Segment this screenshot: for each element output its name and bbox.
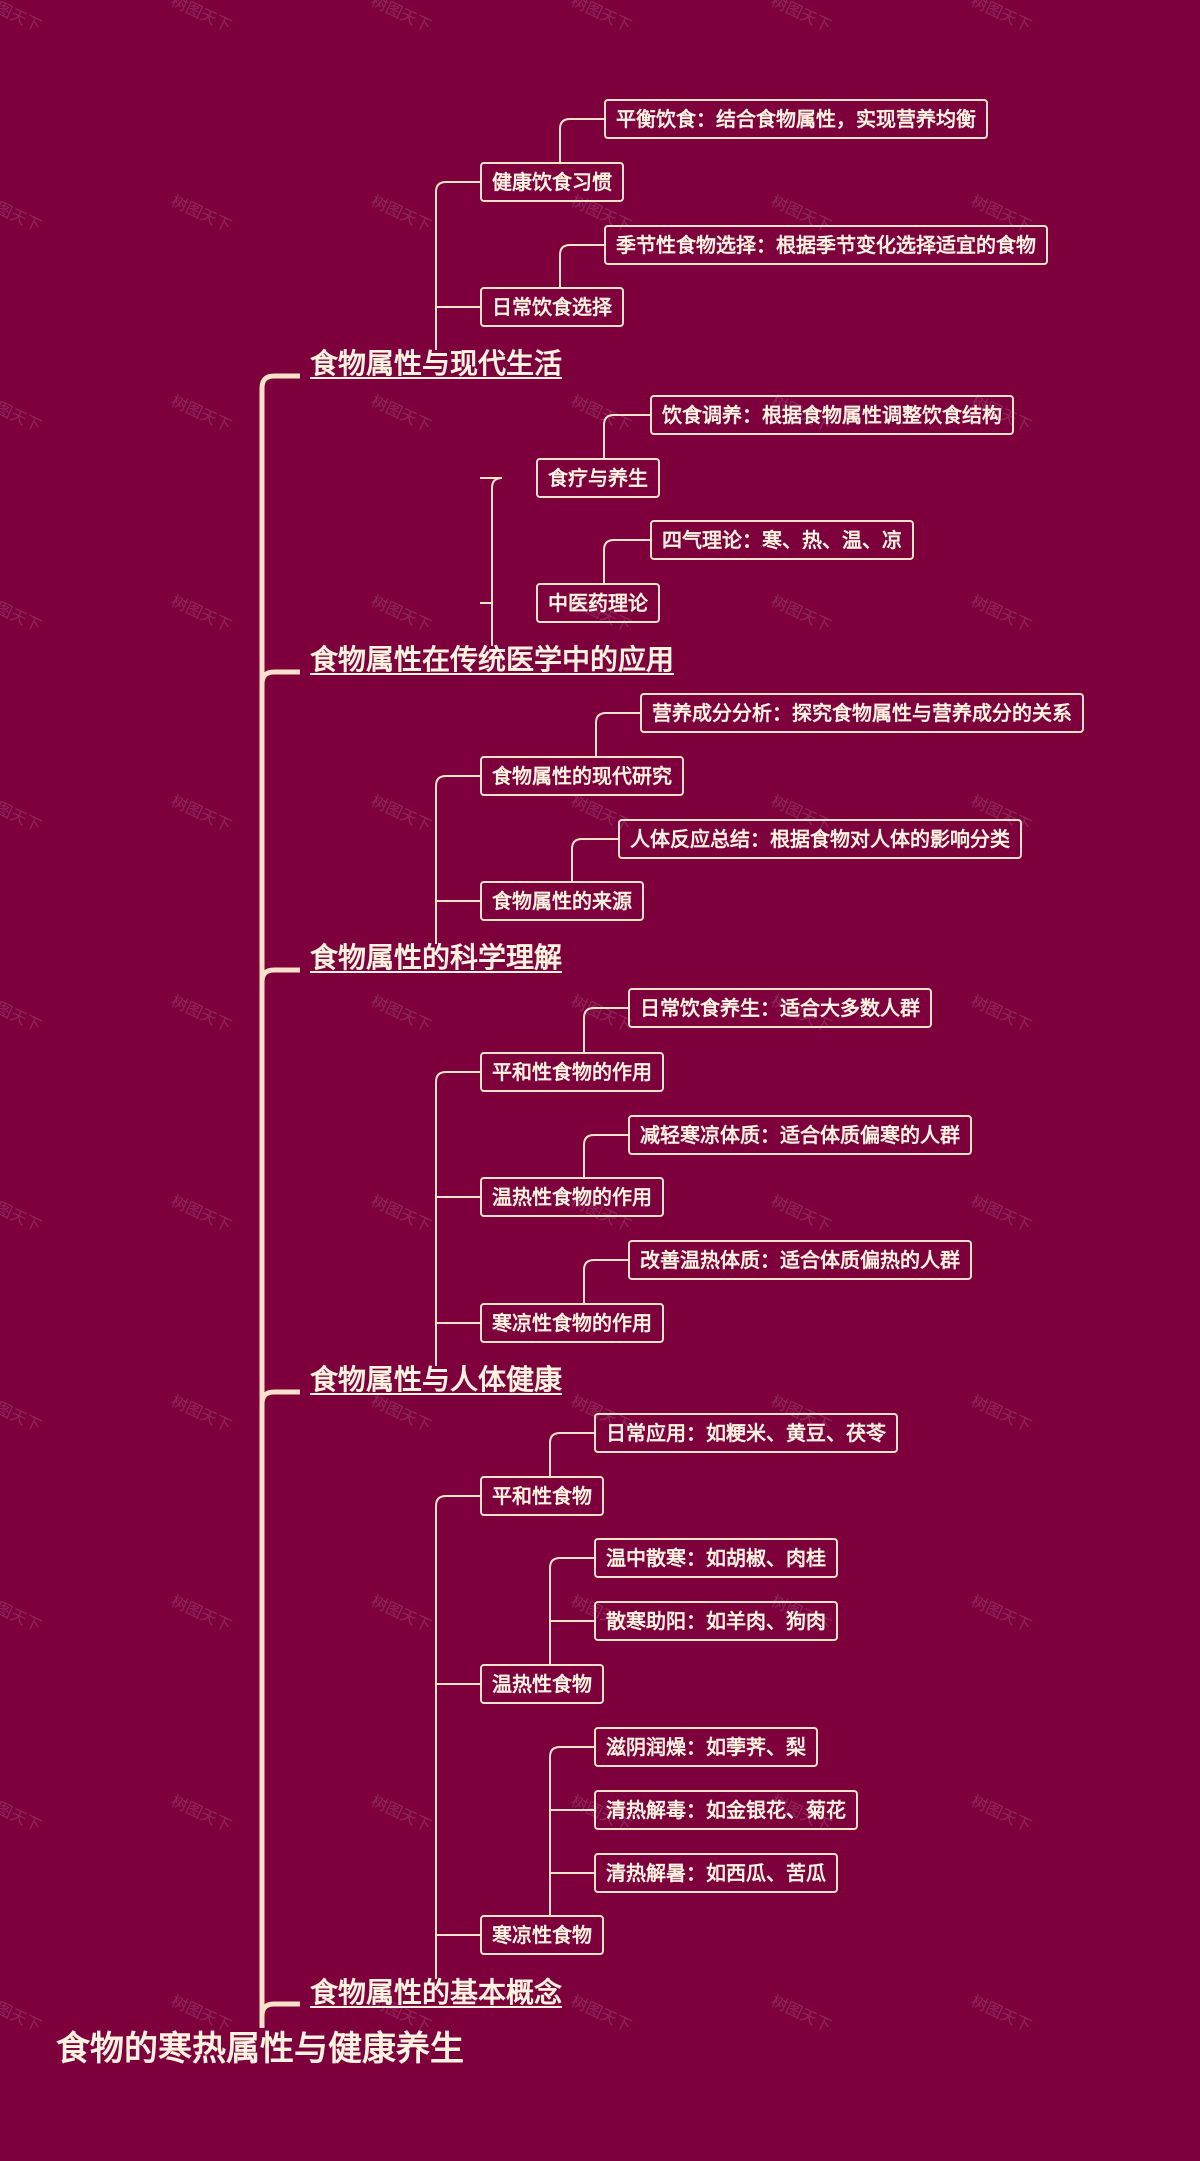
connector-line xyxy=(435,181,480,350)
leaf-nutrient-analysis[interactable]: 营养成分分析：探究食物属性与营养成分的关系 xyxy=(640,693,1084,733)
node-warm-food-role[interactable]: 温热性食物的作用 xyxy=(480,1177,664,1217)
connector-line xyxy=(549,1432,594,1476)
connector-line xyxy=(559,244,604,287)
connector-line xyxy=(583,1134,628,1177)
node-neutral-food[interactable]: 平和性食物 xyxy=(480,1476,604,1516)
connector-line xyxy=(259,967,300,983)
connector-line xyxy=(595,712,640,756)
leaf-nourish-yin[interactable]: 滋阴润燥：如荸荠、梨 xyxy=(594,1727,818,1767)
connector-line xyxy=(583,1259,628,1303)
branch-modern-life[interactable]: 食物属性与现代生活 xyxy=(310,347,563,380)
node-neutral-food-role[interactable]: 平和性食物的作用 xyxy=(480,1052,664,1092)
leaf-improve-heat[interactable]: 改善温热体质：适合体质偏热的人群 xyxy=(628,1240,972,1280)
connector-line xyxy=(583,1007,628,1052)
branch-scientific-understanding[interactable]: 食物属性的科学理解 xyxy=(310,941,563,974)
leaf-clear-summer-heat[interactable]: 清热解暑：如西瓜、苦瓜 xyxy=(594,1853,838,1893)
node-warm-food[interactable]: 温热性食物 xyxy=(480,1664,604,1704)
leaf-daily-regimen[interactable]: 日常饮食养生：适合大多数人群 xyxy=(628,988,932,1028)
connector-line xyxy=(480,477,503,646)
connector-line xyxy=(603,539,650,583)
node-cold-food[interactable]: 寒凉性食物 xyxy=(480,1915,604,1955)
leaf-clear-heat-detox[interactable]: 清热解毒：如金银花、菊花 xyxy=(594,1790,858,1830)
node-diet-therapy[interactable]: 食疗与养生 xyxy=(536,458,660,498)
connector-line xyxy=(259,1389,300,1405)
leaf-warm-middle[interactable]: 温中散寒：如胡椒、肉桂 xyxy=(594,1538,838,1578)
branch-basic-concepts[interactable]: 食物属性的基本概念 xyxy=(310,1976,563,2009)
leaf-diet-regulation[interactable]: 饮食调养：根据食物属性调整饮食结构 xyxy=(650,395,1014,435)
node-cold-food-role[interactable]: 寒凉性食物的作用 xyxy=(480,1303,664,1343)
leaf-balanced-diet[interactable]: 平衡饮食：结合食物属性，实现营养均衡 xyxy=(604,99,988,139)
connector-line xyxy=(603,414,650,458)
connector-line xyxy=(559,118,604,162)
leaf-four-qi-theory[interactable]: 四气理论：寒、热、温、凉 xyxy=(650,520,914,560)
node-modern-research[interactable]: 食物属性的现代研究 xyxy=(480,756,684,796)
connector-line xyxy=(435,775,480,944)
connector-line xyxy=(435,1495,480,1979)
leaf-body-reaction[interactable]: 人体反应总结：根据食物对人体的影响分类 xyxy=(618,819,1022,859)
connector-line xyxy=(259,373,300,2028)
root-title[interactable]: 食物的寒热属性与健康养生 xyxy=(56,2029,464,2069)
connector-line xyxy=(549,1746,594,1915)
connector-line xyxy=(435,1071,480,1366)
branch-traditional-medicine[interactable]: 食物属性在传统医学中的应用 xyxy=(310,643,675,676)
branch-human-health[interactable]: 食物属性与人体健康 xyxy=(310,1363,563,1396)
node-daily-food-choice[interactable]: 日常饮食选择 xyxy=(480,287,624,327)
connector-line xyxy=(259,669,300,685)
connector-line xyxy=(549,1557,594,1664)
leaf-reduce-cold[interactable]: 减轻寒凉体质：适合体质偏寒的人群 xyxy=(628,1115,972,1155)
leaf-daily-use[interactable]: 日常应用：如粳米、黄豆、茯苓 xyxy=(594,1413,898,1453)
node-tcm-theory[interactable]: 中医药理论 xyxy=(536,583,660,623)
leaf-seasonal-food[interactable]: 季节性食物选择：根据季节变化选择适宜的食物 xyxy=(604,225,1048,265)
node-property-origin[interactable]: 食物属性的来源 xyxy=(480,881,644,921)
leaf-dispel-cold[interactable]: 散寒助阳：如羊肉、狗肉 xyxy=(594,1601,838,1641)
connector-line xyxy=(571,838,618,881)
node-healthy-eating-habits[interactable]: 健康饮食习惯 xyxy=(480,162,624,202)
connector-line xyxy=(259,2001,300,2017)
